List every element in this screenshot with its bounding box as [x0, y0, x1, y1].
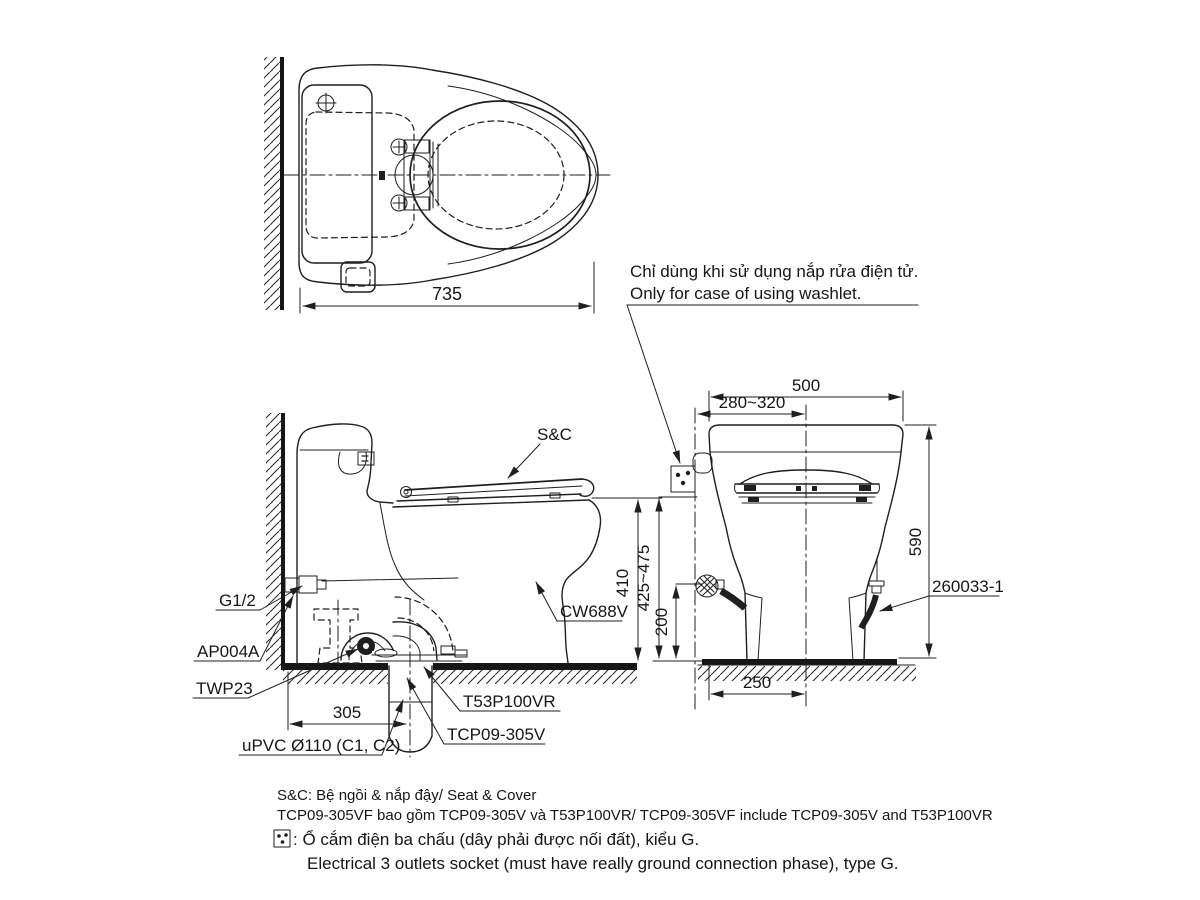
label-t53p100vr: T53P100VR	[423, 666, 561, 712]
trapway	[313, 596, 454, 671]
washlet-note-vi: Chỉ dùng khi sử dụng nắp rửa điện tử.	[630, 262, 918, 281]
washlet-hose	[858, 594, 879, 630]
label-upvc: uPVC Ø110 (C1, C2)	[238, 699, 404, 756]
stop-valve-front	[695, 574, 748, 611]
label-twp23: TWP23	[192, 648, 359, 699]
svg-text:280~320: 280~320	[719, 393, 786, 412]
washlet-note-en: Only for case of using washlet.	[630, 284, 862, 303]
svg-text:TWP23: TWP23	[196, 679, 253, 698]
dim-735: 735	[299, 261, 595, 314]
svg-text:G1/2: G1/2	[219, 591, 256, 610]
hidden-body-outline	[305, 111, 415, 239]
svg-text:250: 250	[743, 673, 771, 692]
right-leg-inner	[848, 592, 867, 662]
footnote-set-includes: TCP09-305VF bao gồm TCP09-305V và T53P10…	[277, 807, 993, 824]
dim-200: 200	[652, 583, 703, 659]
floor-line	[283, 663, 637, 670]
dim-590: 590	[898, 424, 937, 659]
label-cw688v: CW688V	[535, 581, 629, 622]
fill-valve-hidden	[313, 608, 363, 664]
svg-text:S&C: S&C	[537, 425, 572, 444]
seat-outline	[409, 100, 591, 250]
tank-sides	[709, 451, 902, 501]
footnote-outlet-en: Electrical 3 outlets socket (must have r…	[307, 854, 899, 873]
svg-text:CW688V: CW688V	[560, 602, 629, 621]
footnote-seat-cover: S&C: Bệ ngồi & nắp đậy/ Seat & Cover	[277, 787, 536, 804]
dim-735-text: 735	[432, 284, 462, 304]
label-sc: S&C	[507, 425, 572, 479]
tank-front	[708, 424, 904, 453]
wall-line	[280, 57, 284, 310]
wall-hatch	[266, 413, 281, 670]
washlet-note: Chỉ dùng khi sử dụng nắp rửa điện tử. On…	[626, 262, 919, 464]
dim-305: 305	[287, 671, 407, 731]
bowl-profile	[561, 499, 602, 664]
side-tab	[692, 452, 713, 474]
front-view: 500 280~320 590 425~475 200 250 260033-1	[634, 376, 1004, 713]
label-ap004a: AP004A	[193, 595, 294, 662]
supply-fitting	[284, 575, 327, 594]
body-right-profile	[863, 499, 893, 662]
seat-cover-side	[392, 478, 595, 508]
seat-cover-front	[734, 469, 880, 504]
flush-unit-top	[340, 261, 376, 293]
label-tcp09-305v: TCP09-305V	[406, 677, 546, 745]
svg-text:410: 410	[613, 569, 632, 597]
svg-text:200: 200	[652, 608, 671, 636]
body-left-profile	[718, 499, 748, 662]
supply-hose	[719, 587, 748, 611]
wall-hatch	[264, 57, 281, 310]
dim-425-475: 425~475	[634, 496, 703, 662]
floor-line	[702, 659, 897, 665]
cover-edge-line	[447, 85, 597, 265]
svg-text:260033-1: 260033-1	[932, 577, 1004, 596]
power-outlet-legend-icon	[273, 829, 291, 848]
tank-cover	[301, 84, 373, 264]
floor-hatch	[283, 670, 637, 684]
supply-tube-line	[321, 577, 459, 582]
footnotes: S&C: Bệ ngồi & nắp đậy/ Seat & Cover TCP…	[273, 787, 993, 873]
left-leg-inner	[744, 592, 763, 662]
svg-text:590: 590	[906, 528, 925, 556]
dim-250: 250	[708, 663, 805, 701]
svg-text:AP004A: AP004A	[197, 642, 260, 661]
bowl-opening-hidden	[427, 120, 565, 230]
wall-line	[281, 413, 285, 670]
side-view: S&C CW688V G1/2 AP004A TWP23 uPVC Ø110 (…	[192, 413, 663, 758]
hinge-hardware	[379, 138, 439, 212]
top-view: 735	[264, 57, 611, 314]
svg-text:TCP09-305V: TCP09-305V	[447, 725, 546, 744]
tank-profile	[296, 423, 394, 664]
dim-410: 410	[591, 497, 663, 661]
washlet-supply-fitting	[858, 559, 885, 630]
flush-actuator	[338, 451, 375, 475]
label-g12: G1/2	[215, 585, 303, 611]
svg-text:uPVC Ø110 (C1, C2): uPVC Ø110 (C1, C2)	[242, 736, 400, 755]
label-260033-1: 260033-1	[879, 577, 1004, 612]
svg-text:425~475: 425~475	[634, 545, 653, 612]
footnote-outlet-vi: : Ổ cắm điện ba chấu (dây phải được nối …	[293, 830, 699, 849]
floor-hatch	[698, 666, 916, 681]
washlet-note-leader	[626, 304, 681, 464]
bowl-inner-line	[379, 502, 425, 601]
power-outlet-icon	[670, 465, 696, 493]
water-inlet-mark	[315, 92, 337, 114]
bowl-outline	[298, 64, 599, 286]
svg-text:305: 305	[333, 703, 361, 722]
dim-280-320: 280~320	[697, 393, 805, 418]
svg-text:500: 500	[792, 376, 820, 395]
svg-text:T53P100VR: T53P100VR	[463, 692, 556, 711]
